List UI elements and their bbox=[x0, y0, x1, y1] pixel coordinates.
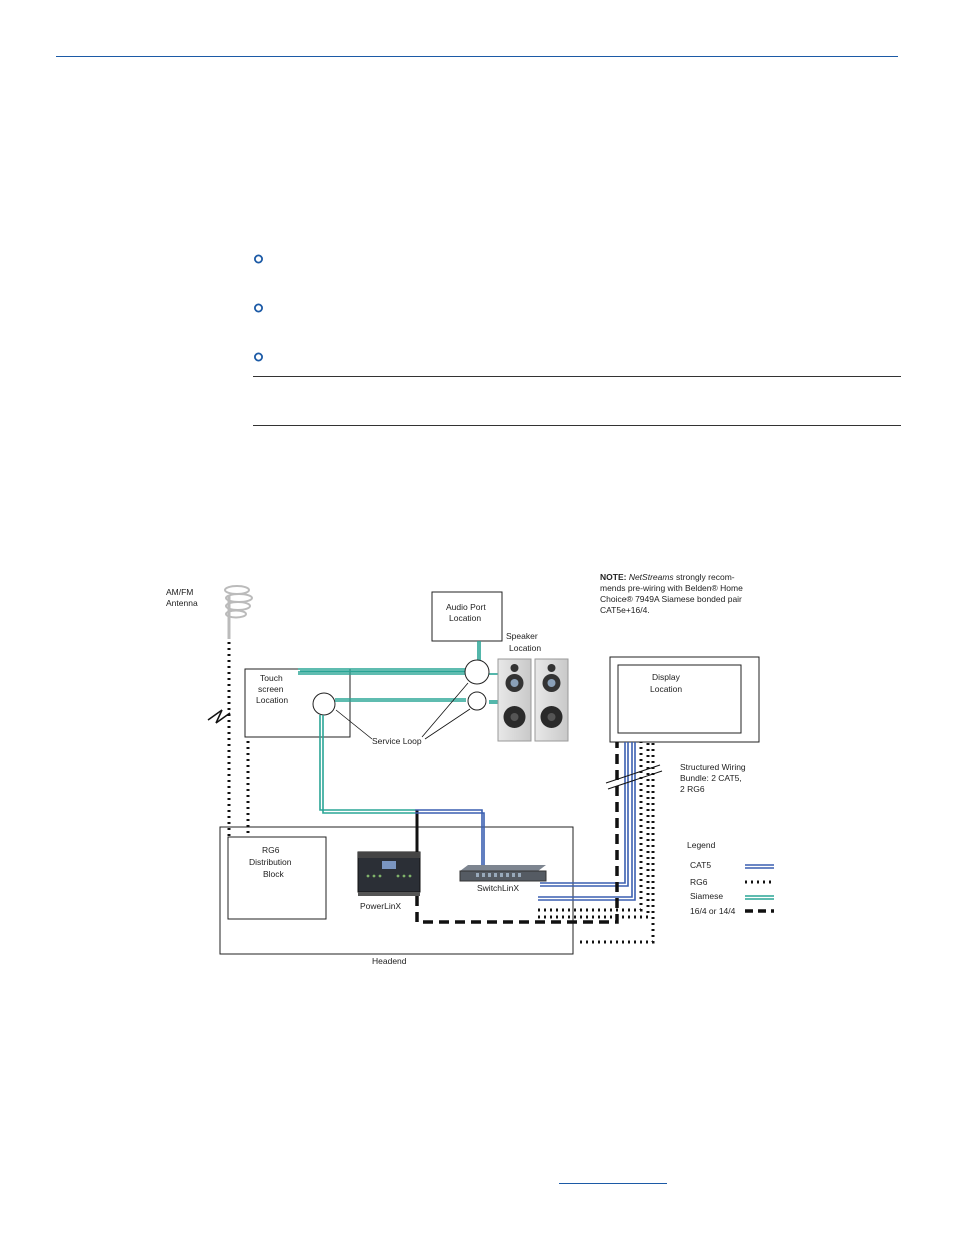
header-rule bbox=[56, 56, 898, 57]
svg-text:Structured Wiring: Structured Wiring bbox=[680, 762, 746, 772]
svg-text:SwitchLinX: SwitchLinX bbox=[477, 883, 519, 893]
headend-label: Headend bbox=[372, 956, 407, 966]
svg-text:CAT5: CAT5 bbox=[690, 860, 711, 870]
svg-text:screen: screen bbox=[258, 684, 284, 694]
footer-link[interactable] bbox=[559, 1183, 667, 1184]
bullet-icon bbox=[253, 351, 265, 363]
svg-text:Location: Location bbox=[509, 643, 541, 653]
svg-text:Audio Port: Audio Port bbox=[446, 602, 486, 612]
svg-text:RG6: RG6 bbox=[690, 877, 708, 887]
leader-line bbox=[424, 708, 471, 740]
svg-text:Display: Display bbox=[652, 672, 681, 682]
service-loop-circle bbox=[464, 659, 490, 685]
svg-text:Touch: Touch bbox=[260, 673, 283, 683]
note-top-rule bbox=[253, 376, 901, 377]
bullet-icon bbox=[253, 302, 265, 314]
powerlinx-device-icon bbox=[357, 851, 421, 896]
rg6-cable bbox=[538, 742, 655, 944]
display-location-screen bbox=[617, 664, 742, 734]
svg-text:CAT5e+16/4.: CAT5e+16/4. bbox=[600, 605, 650, 615]
antenna-icon bbox=[224, 585, 253, 639]
bullet-icon bbox=[253, 253, 265, 265]
rg6-distribution-block bbox=[227, 836, 327, 920]
svg-text:Bundle: 2 CAT5,: Bundle: 2 CAT5, bbox=[680, 773, 742, 783]
break-mark-icon bbox=[207, 709, 231, 724]
svg-text:mends pre-wiring with Belden®: mends pre-wiring with Belden® Home bbox=[600, 583, 743, 593]
speaker-power-cable bbox=[415, 742, 619, 924]
svg-text:Block: Block bbox=[263, 869, 285, 879]
note-bottom-rule bbox=[253, 425, 901, 426]
touchscreen-location-box bbox=[244, 668, 351, 738]
speaker-icon bbox=[534, 658, 569, 742]
cat5-cable bbox=[538, 742, 636, 901]
svg-text:RG6: RG6 bbox=[262, 845, 280, 855]
svg-text:Distribution: Distribution bbox=[249, 857, 292, 867]
switchlinx-device-icon bbox=[459, 865, 547, 882]
svg-text:Service Loop: Service Loop bbox=[372, 736, 422, 746]
speaker-icon bbox=[497, 658, 532, 742]
svg-text:Choice® 7949A Siamese bonded p: Choice® 7949A Siamese bonded pair bbox=[600, 594, 742, 604]
svg-text:Siamese: Siamese bbox=[690, 891, 723, 901]
wiring-diagram: Headend RG6 Distribution Block AM/FM Ant… bbox=[160, 565, 790, 967]
diagram-note: NOTE: NetStreams strongly recom- bbox=[600, 572, 735, 582]
service-loop-circle bbox=[467, 691, 487, 711]
svg-text:16/4 or 14/4: 16/4 or 14/4 bbox=[690, 906, 736, 916]
svg-text:PowerLinX: PowerLinX bbox=[360, 901, 401, 911]
svg-text:Legend: Legend bbox=[687, 840, 716, 850]
svg-text:AM/FM: AM/FM bbox=[166, 587, 193, 597]
cat5-cable bbox=[415, 809, 485, 865]
leader-line bbox=[335, 709, 373, 740]
svg-text:Location: Location bbox=[256, 695, 288, 705]
svg-text:Location: Location bbox=[650, 684, 682, 694]
svg-text:2 RG6: 2 RG6 bbox=[680, 784, 705, 794]
break-mark-icon bbox=[605, 764, 663, 790]
service-loop-circle bbox=[312, 692, 336, 716]
svg-text:Location: Location bbox=[449, 613, 481, 623]
headend-box bbox=[219, 826, 574, 955]
svg-text:Speaker: Speaker bbox=[506, 631, 538, 641]
leader-line bbox=[421, 682, 469, 738]
legend: Legend CAT5 RG6 Siamese 16/4 or 14/4 bbox=[687, 840, 774, 916]
svg-text:Antenna: Antenna bbox=[166, 598, 198, 608]
audio-port-location-box bbox=[431, 591, 503, 642]
